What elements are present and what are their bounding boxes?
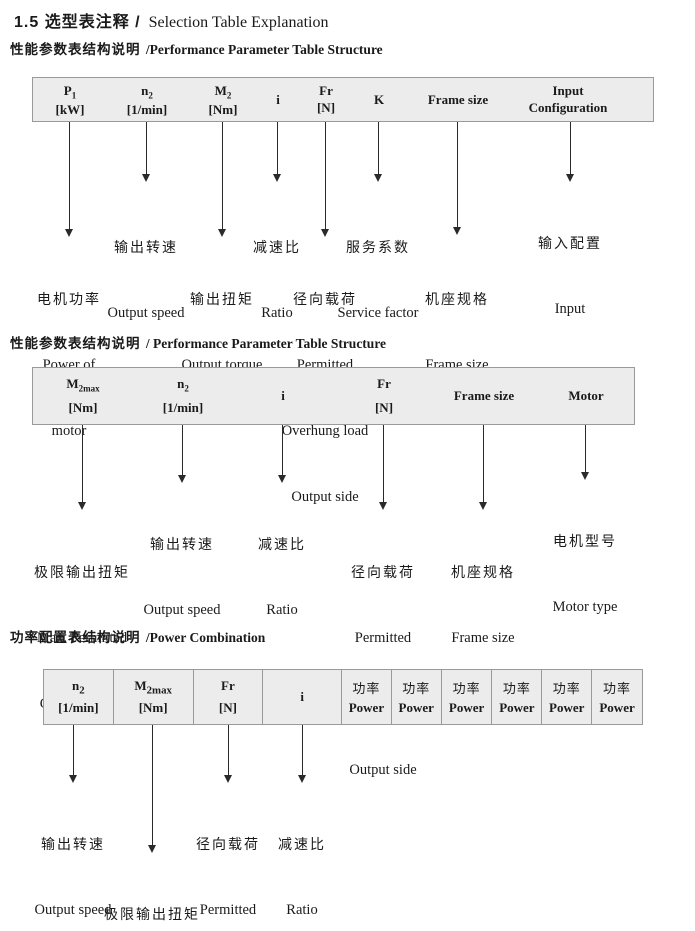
- callout-motor-type: 电机型号 Motor type: [552, 533, 618, 615]
- section-2-heading-cn: 性能参数表结构说明: [10, 336, 141, 351]
- header-cell-n2: n2 [1/min]: [162, 376, 204, 415]
- callout-ratio: 减速比 Ratio: [278, 836, 326, 918]
- header-cell-k: K: [373, 91, 385, 107]
- header-cell-n2: n2 [1/min]: [44, 670, 114, 724]
- section-1-heading: 性能参数表结构说明 /Performance Parameter Table S…: [10, 38, 383, 58]
- callout-service-factor: 服务系数 Service factor: [337, 239, 419, 321]
- header-cell-power-2: 功率 Power: [392, 670, 442, 724]
- header-cell-i: i: [281, 388, 285, 403]
- callout-ratio: 减速比 Ratio: [253, 239, 301, 321]
- header-cell-input-configuration: Input Configuration: [528, 83, 608, 115]
- header-cell-fr: Fr [N]: [374, 376, 394, 415]
- callout-output-speed: 输出转速 Output speed: [143, 536, 221, 618]
- header-cell-m2max: M2max [Nm]: [66, 376, 100, 415]
- page-title-cn: 1.5 选型表注释 /: [14, 14, 141, 31]
- callout-ratio: 减速比 Ratio: [258, 536, 306, 618]
- page-title-en: Selection Table Explanation: [148, 14, 329, 31]
- section-1-heading-en: /Performance Parameter Table Structure: [145, 42, 383, 57]
- header-cell-n2: n2 [1/min]: [126, 83, 168, 117]
- header-cell-i: i: [263, 670, 342, 724]
- header-cell-power-4: 功率 Power: [492, 670, 543, 724]
- header-cell-power-1: 功率 Power: [342, 670, 392, 724]
- callout-overhung-load: 径向载荷 Permitted Overhung load Output side: [195, 836, 260, 918]
- section-3-heading: 功率配置表结构说明 /Power Combination: [10, 626, 265, 646]
- page-title: 1.5 选型表注释 / Selection Table Explanation: [14, 8, 328, 32]
- section-2-heading: 性能参数表结构说明 / Performance Parameter Table …: [10, 332, 386, 352]
- callout-max-output-torque: 极限输出扭矩 Max. Permitted Output torque: [104, 906, 200, 922]
- callout-output-speed: 输出转速 Output speed: [107, 239, 185, 321]
- callout-output-speed: 输出转速 Output speed: [34, 836, 112, 918]
- power-combination-table: n2 [1/min] M2max [Nm] Fr [N] i 功率 Power …: [43, 669, 643, 725]
- header-cell-i: i: [276, 91, 280, 107]
- section-1-heading-cn: 性能参数表结构说明: [10, 42, 141, 57]
- callout-frame-size: 机座规格 Frame size: [451, 564, 515, 646]
- section-3-heading-en: /Power Combination: [145, 630, 266, 645]
- header-cell-frame-size: Frame size: [427, 91, 489, 107]
- section-3-heading-cn: 功率配置表结构说明: [10, 630, 141, 645]
- header-cell-m2max: M2max [Nm]: [114, 670, 194, 724]
- section-2-heading-en: / Performance Parameter Table Structure: [145, 336, 387, 351]
- header-cell-m2: M2 [Nm]: [208, 83, 238, 117]
- header-cell-fr: Fr [N]: [194, 670, 264, 724]
- header-cell-frame-size: Frame size: [453, 388, 515, 403]
- performance-table-2: M2max [Nm] n2 [1/min] i Fr [N] Frame siz…: [32, 367, 635, 425]
- header-cell-fr: Fr [N]: [316, 83, 336, 115]
- header-cell-power-6: 功率 Power: [599, 681, 635, 715]
- header-cell-power-3: 功率 Power: [442, 670, 493, 724]
- header-cell-p1: P1 [kW]: [55, 83, 85, 117]
- header-cell-motor: Motor: [568, 388, 604, 403]
- callout-power-of-motor: 电机功率 Power of motor: [37, 291, 101, 439]
- performance-table-1: P1 [kW] n2 [1/min] M2 [Nm] i Fr [N] K Fr…: [32, 77, 654, 122]
- header-cell-power-5: 功率 Power: [542, 670, 593, 724]
